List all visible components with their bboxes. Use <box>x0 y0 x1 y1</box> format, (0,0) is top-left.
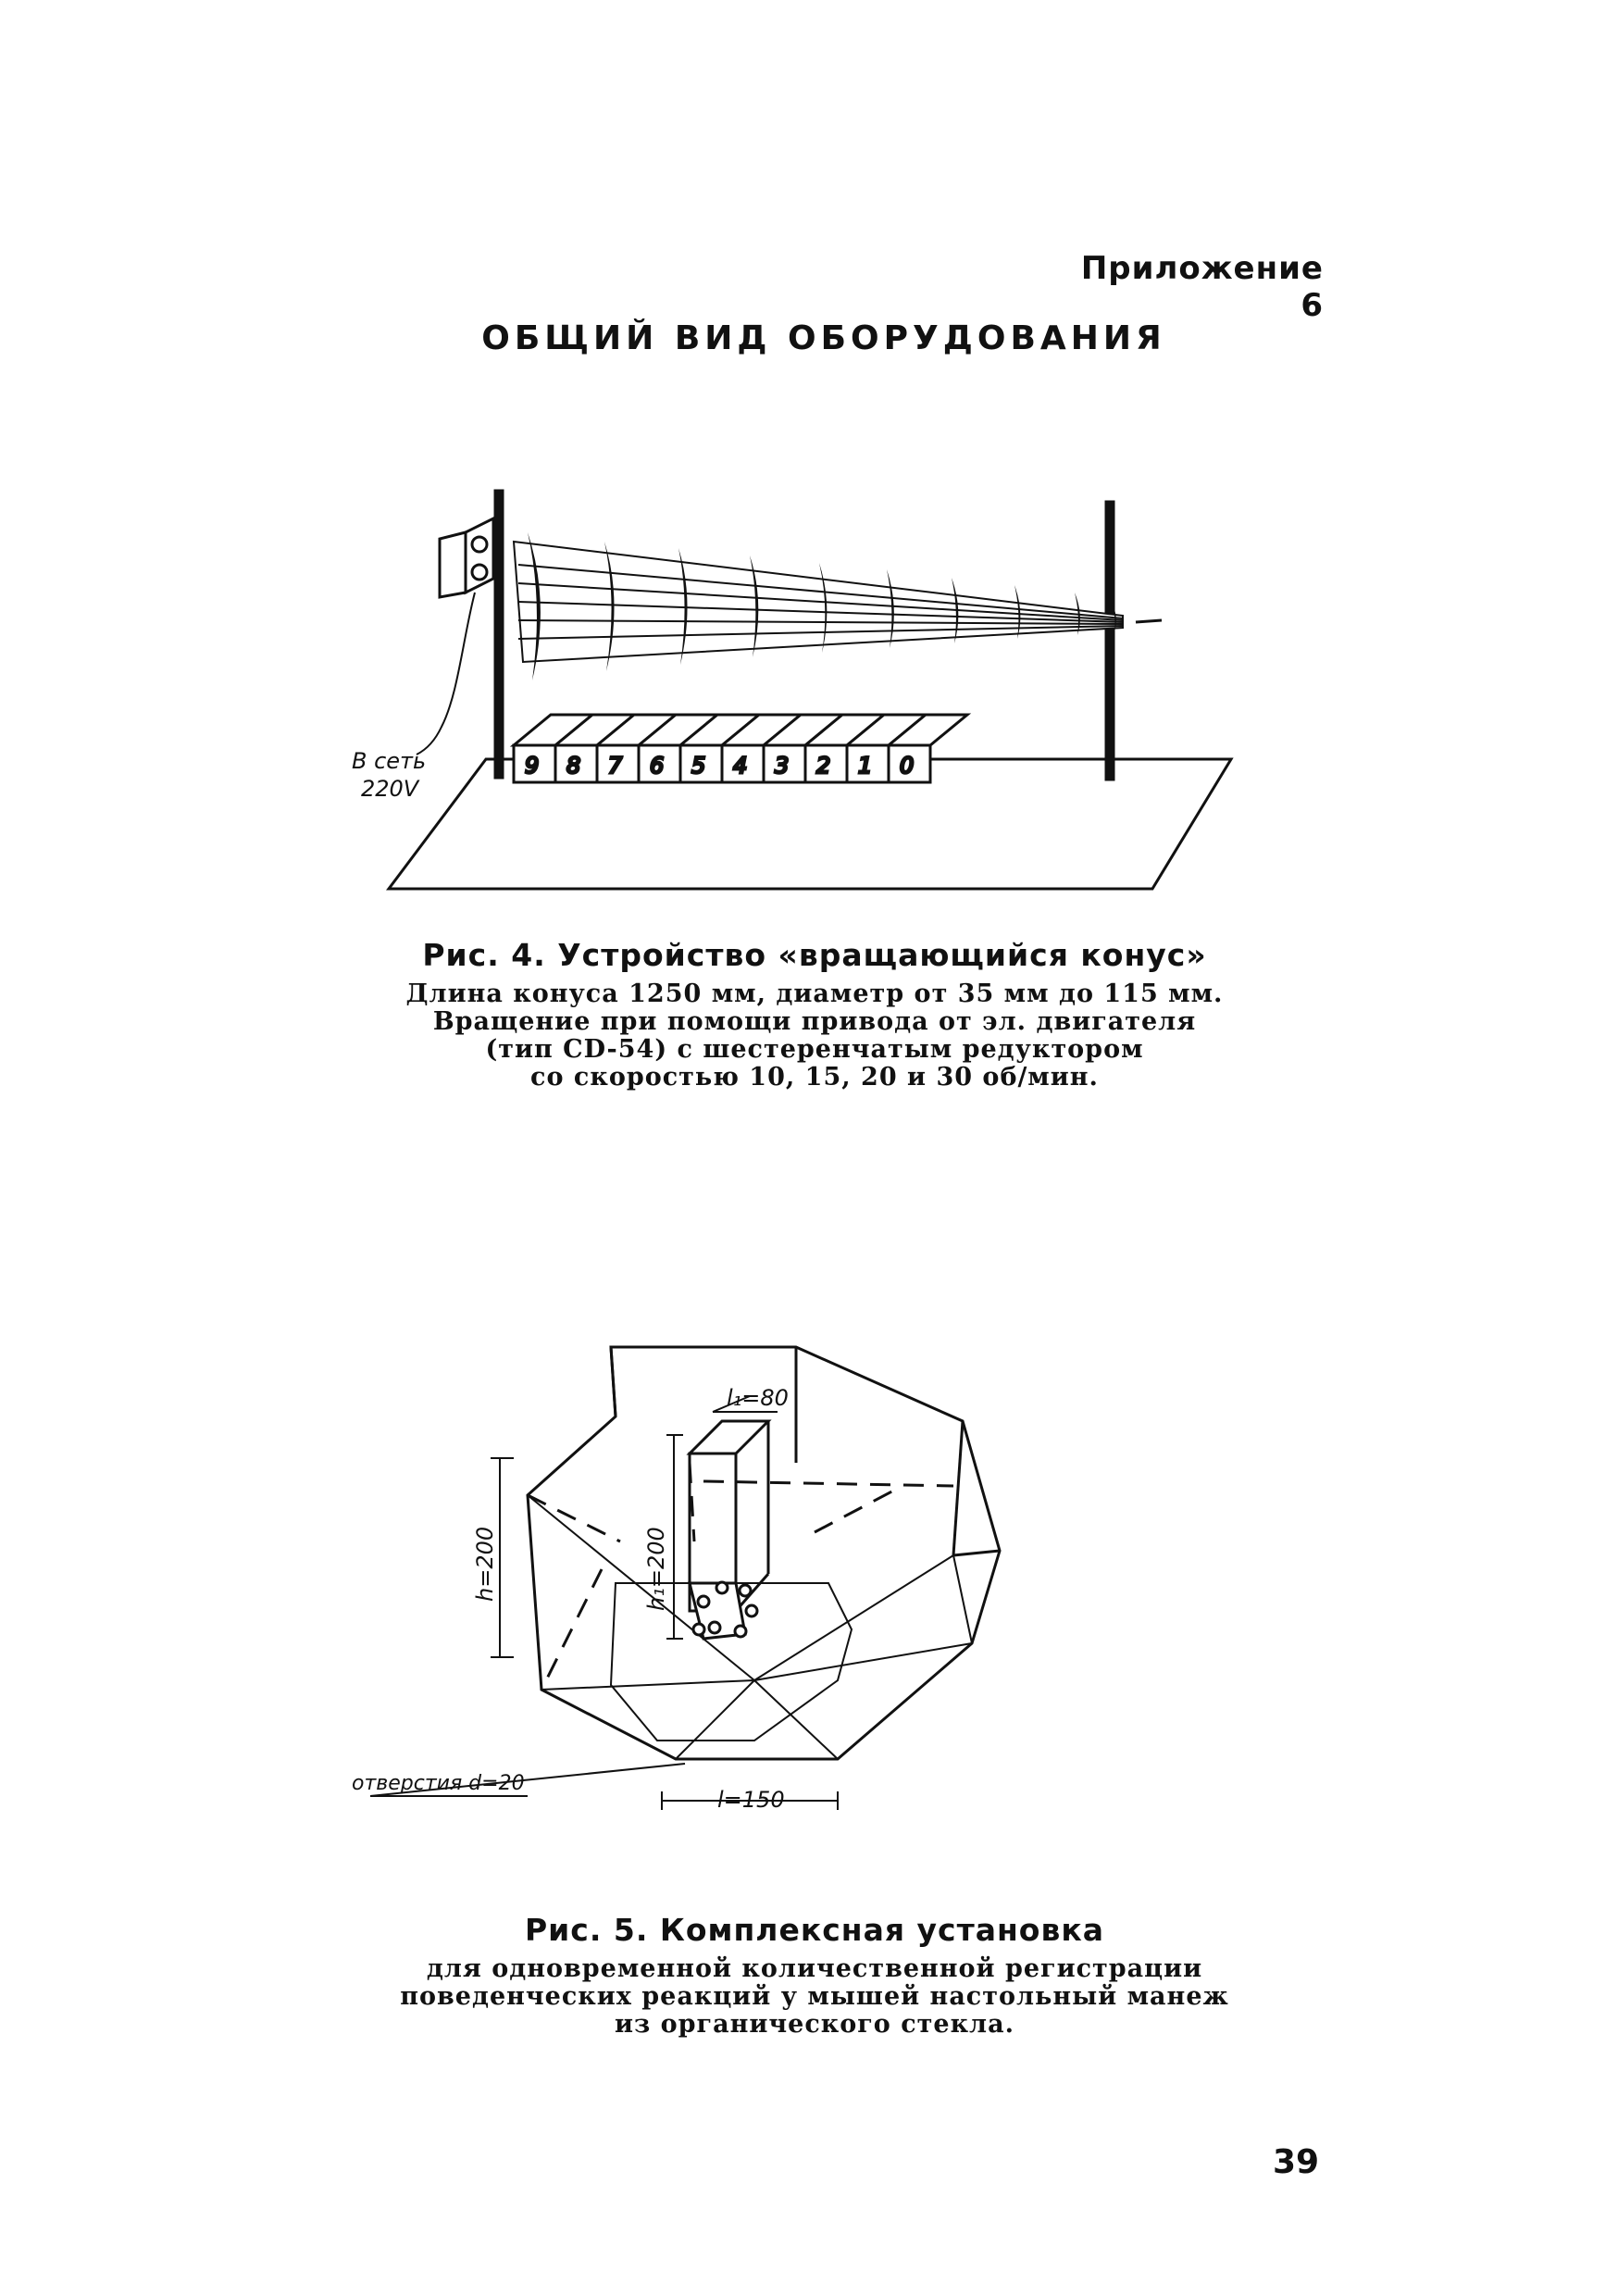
box-3: 3 <box>759 713 847 784</box>
figure-5-caption-line: поведенческих реакций у мышей настольный… <box>400 1982 1229 2011</box>
page-number: 39 <box>1273 2143 1320 2181</box>
power-label-line2: 220V <box>361 776 420 802</box>
svg-text:7: 7 <box>608 753 623 779</box>
holes <box>691 1580 759 1639</box>
box-8: 8 <box>551 713 639 784</box>
svg-text:4: 4 <box>733 753 747 779</box>
box-0: 0 <box>884 713 972 784</box>
svg-text:5: 5 <box>691 753 705 779</box>
svg-text:8: 8 <box>566 753 580 779</box>
left-post <box>493 489 504 780</box>
figure-5-caption-line: из органического стекла. <box>615 2010 1014 2039</box>
figure-5-drawing: l₁=80 h₁=200 h=200 l=150 отверстия d=20 <box>352 1345 1002 1813</box>
figure-4-drawing: 9 8 7 6 5 4 3 2 1 0 В сеть 220V <box>352 489 1234 891</box>
spiral-flights <box>528 532 1116 680</box>
collection-boxes: 9 8 7 6 5 4 3 2 1 0 <box>509 713 972 784</box>
dim-h1-label: h₁=200 <box>643 1527 669 1611</box>
figure-4-caption-title: Рис. 4. Устройство «вращающийся конус» <box>422 937 1207 973</box>
base-platform <box>386 757 1234 891</box>
dimension-lines <box>369 1395 839 1810</box>
figure-5-caption: Рис. 5. Комплексная установка для одновр… <box>278 1912 1351 2039</box>
figure-4-caption-line: со скоростью 10, 15, 20 и 30 об/мин. <box>530 1063 1099 1092</box>
figure-5-caption-title: Рис. 5. Комплексная установка <box>524 1912 1105 1948</box>
holes-label: отверстия d=20 <box>352 1772 525 1795</box>
inner-ring <box>609 1582 853 1741</box>
figure-5-caption-line: для одновременной количественной регистр… <box>426 1954 1203 1983</box>
motor-housing <box>438 516 495 599</box>
box-4: 4 <box>717 713 805 784</box>
dim-h-label: h=200 <box>472 1527 498 1602</box>
svg-text:6: 6 <box>650 753 664 779</box>
svg-text:1: 1 <box>858 753 872 779</box>
figure-4-caption-line: Длина конуса 1250 мм, диаметр от 35 мм д… <box>405 980 1224 1008</box>
hidden-edges <box>527 1462 954 1691</box>
dim-l1-label: l₁=80 <box>727 1385 789 1411</box>
figure-4-caption: Рис. 4. Устройство «вращающийся конус» Д… <box>278 937 1351 1092</box>
cone-body <box>512 540 1163 664</box>
svg-text:3: 3 <box>775 753 789 779</box>
power-label-line1: В сеть <box>352 748 426 774</box>
power-cable <box>416 592 476 755</box>
svg-text:0: 0 <box>900 753 914 779</box>
figure-4-caption-line: (тип CD-54) с шестеренчатым редуктором <box>485 1035 1144 1064</box>
page-title: ОБЩИЙ ВИД ОБОРУДОВАНИЯ <box>481 319 1166 357</box>
svg-text:2: 2 <box>816 753 830 779</box>
figure-4-caption-line: Вращение при помощи привода от эл. двига… <box>432 1007 1197 1036</box>
svg-text:9: 9 <box>525 753 539 779</box>
box-2: 2 <box>801 713 889 784</box>
floor-radials <box>527 1494 973 1760</box>
right-post <box>1104 500 1115 781</box>
dim-l-label: l=150 <box>717 1787 785 1813</box>
appendix-label: Приложение 6 <box>1080 250 1324 324</box>
